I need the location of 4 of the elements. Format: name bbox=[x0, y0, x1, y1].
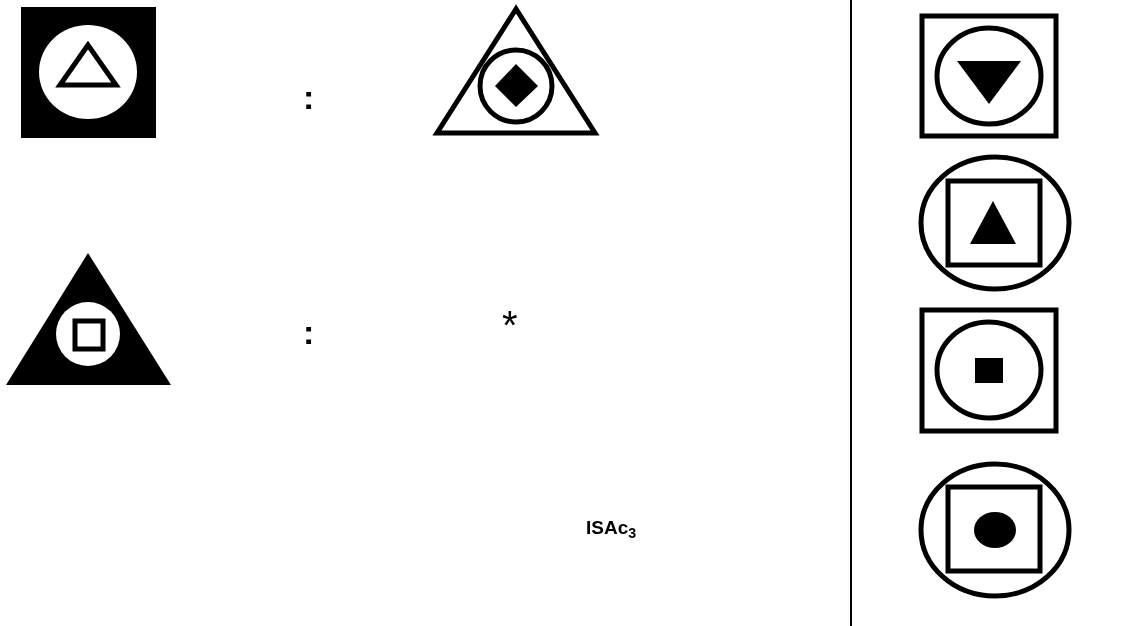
label-text: : bbox=[303, 80, 315, 114]
label-text: * bbox=[502, 305, 518, 345]
label-text: : bbox=[303, 315, 315, 349]
label-text: ISAc$_{3}$ bbox=[586, 518, 637, 537]
